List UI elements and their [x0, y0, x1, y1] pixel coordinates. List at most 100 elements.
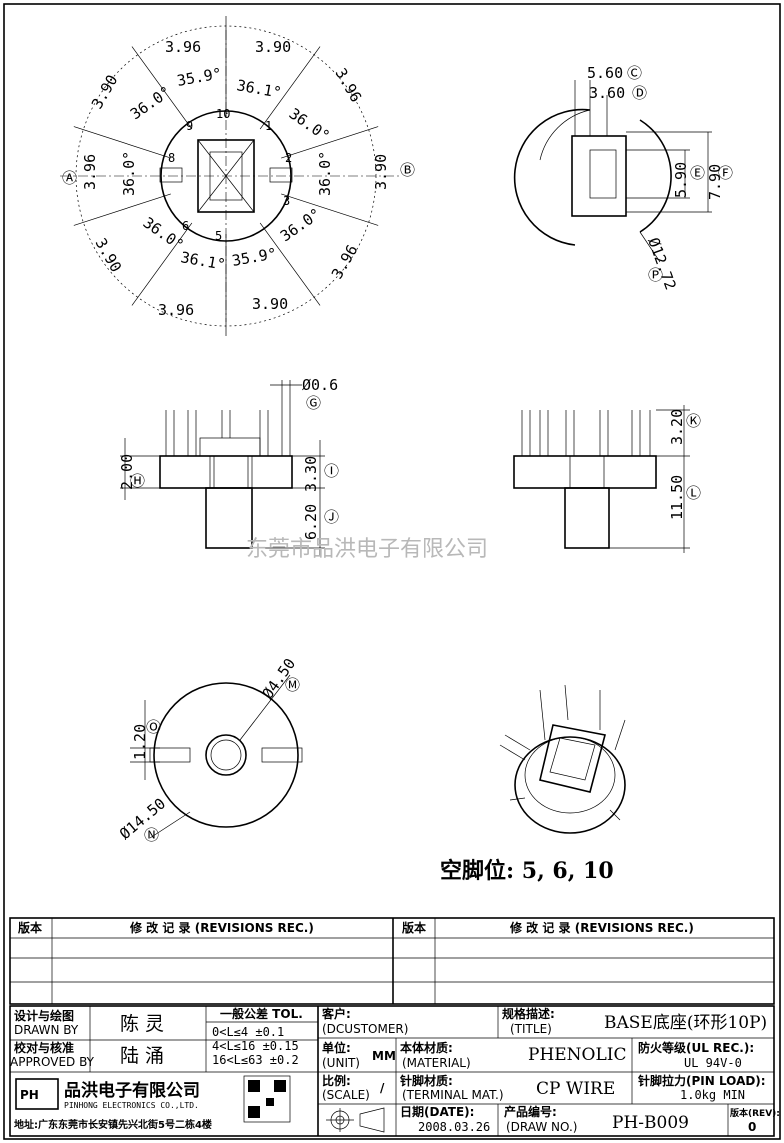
pin-6: 6	[182, 219, 189, 233]
date-value: 2008.03.26	[418, 1120, 490, 1134]
drawn-en: DRAWN BY	[14, 1023, 79, 1037]
angle-7: 36.0°	[140, 214, 187, 255]
load-value: 1.0kg MIN	[680, 1088, 745, 1102]
radial-line	[131, 222, 193, 306]
material-en: (MATERIAL)	[402, 1056, 471, 1070]
angle-9: 36.1°	[179, 248, 227, 274]
label-j: Ⓙ	[324, 508, 339, 526]
dim-k: 3.20	[668, 409, 686, 445]
tol-title: 一般公差 TOL.	[220, 1006, 303, 1021]
pin-3: 3	[283, 194, 290, 208]
address: 地址:广东东莞市长安镇先兴北街5号二栋4楼	[14, 1118, 212, 1131]
label-e: Ⓔ	[690, 164, 705, 182]
top-right-view: 5.60 Ⓒ 3.60 Ⓓ 5.90 Ⓔ 7.90 Ⓕ Ø12.72 Ⓟ	[513, 64, 733, 292]
scale-value: /	[380, 1081, 385, 1095]
ul-value: UL 94V-0	[684, 1056, 742, 1070]
pin-9: 9	[186, 119, 193, 133]
radial-line	[281, 193, 379, 226]
label-d: Ⓓ	[632, 84, 647, 102]
dim-c: 5.60	[587, 64, 623, 82]
front-view: Ø0.6 Ⓖ 2.00 Ⓗ 3.30 Ⓘ 6.20 Ⓙ	[118, 376, 339, 555]
title-block: 设计与绘图 DRAWN BY 陈 灵 校对与核准 APPROVED BY 陆 涌…	[9, 1005, 780, 1137]
radial-line	[259, 222, 321, 306]
rev-ver-right: 版本	[402, 920, 426, 935]
dim-f: 7.90	[706, 164, 724, 200]
scale-cn: 比例:	[322, 1073, 351, 1088]
pin-8: 8	[168, 151, 175, 165]
tol-row-2: 4<L≤16 ±0.15	[212, 1039, 299, 1053]
spare-pins: 空脚位: 5, 6, 10	[440, 858, 614, 884]
rev-cn: 版本(REV):	[729, 1107, 780, 1119]
scale-en: (SCALE)	[322, 1088, 370, 1102]
dim-top-4: 3.96	[332, 65, 366, 105]
tol-row-1: 0<L≤4 ±0.1	[212, 1025, 284, 1039]
angle-10: 35.9°	[231, 244, 279, 270]
sheet-border	[3, 3, 781, 1140]
drawn-name: 陈 灵	[120, 1013, 164, 1035]
pin-10: 10	[216, 107, 230, 121]
title-en: (TITLE)	[510, 1022, 552, 1036]
company-cn: 品洪电子有限公司	[64, 1080, 200, 1101]
dim-right: 3.90	[372, 154, 390, 190]
watermark: 东莞市品洪电子有限公司	[246, 537, 488, 562]
tol-row-3: 16<L≤63 ±0.2	[212, 1053, 299, 1067]
radial-line	[131, 46, 193, 130]
dim-j: 6.20	[302, 504, 320, 540]
angle-8: 36.0°	[277, 205, 324, 246]
angle-1: 35.9°	[176, 64, 224, 90]
label-a: Ⓐ	[62, 169, 77, 187]
radial-line	[73, 126, 171, 159]
terminal-en: (TERMINAL MAT.)	[402, 1088, 504, 1102]
terminal-cn: 针脚材质:	[400, 1073, 453, 1088]
dim-d: 3.60	[589, 84, 625, 102]
load-cn: 针脚拉力(PIN LOAD):	[638, 1073, 766, 1088]
pin-2: 2	[285, 151, 292, 165]
pin-1: 1	[265, 119, 272, 133]
radial-line	[281, 126, 379, 159]
rev-ver-left: 版本	[18, 920, 42, 935]
logo-mark: PH	[20, 1088, 39, 1102]
dim-left: 3.96	[81, 154, 99, 190]
label-o: Ⓞ	[146, 718, 161, 736]
dim-top-3: 3.90	[88, 72, 122, 112]
label-k: Ⓚ	[686, 412, 701, 430]
unit-cn: 单位:	[322, 1040, 351, 1055]
drawno-cn: 产品编号:	[504, 1104, 557, 1119]
company-en: PINHONG ELECTRONICS CO.,LTD.	[64, 1101, 199, 1110]
title-cn: 规格描述:	[502, 1006, 555, 1021]
dim-g: Ø0.6	[302, 376, 338, 394]
top-view: 3.96 3.90 3.90 3.96 3.90 3.96 3.96 3.90 …	[60, 16, 415, 336]
company-logo	[15, 1078, 59, 1110]
ul-cn: 防火等级(UL REC.):	[638, 1040, 754, 1055]
dim-h: 2.00	[118, 454, 136, 490]
unit-value: MM	[372, 1049, 396, 1063]
label-p: Ⓟ	[648, 266, 663, 284]
angle-2: 36.1°	[235, 76, 283, 102]
rev-rec-left: 修 改 记 录 (REVISIONS REC.)	[129, 920, 314, 935]
revisions-table: 版本 修 改 记 录 (REVISIONS REC.) 版本 修 改 记 录 (…	[9, 917, 775, 1005]
dim-l: 11.50	[668, 475, 686, 520]
label-f: Ⓕ	[718, 164, 733, 182]
approved-en: APPROVED BY	[10, 1055, 95, 1069]
date-cn: 日期(DATE):	[400, 1104, 474, 1119]
rev-rec-right: 修 改 记 录 (REVISIONS REC.)	[509, 920, 694, 935]
side-view: 3.20 Ⓚ 11.50 Ⓛ	[513, 405, 701, 553]
approved-name: 陆 涌	[120, 1045, 164, 1067]
isometric-view	[499, 684, 626, 834]
angle-6: 36.0°	[316, 151, 334, 196]
label-g: Ⓖ	[306, 394, 321, 412]
pin-5: 5	[215, 229, 222, 243]
customer-cn: 客户:	[321, 1006, 351, 1021]
terminal-value: CP WIRE	[536, 1079, 615, 1099]
angle-5: 36.0°	[120, 151, 138, 196]
bottom-view: 1.20 Ⓞ Ø4.50 Ⓜ Ø14.50 Ⓝ	[116, 655, 303, 844]
dim-bot-1: 3.90	[92, 235, 126, 275]
rev-value: 0	[748, 1120, 756, 1134]
radial-line	[259, 46, 321, 130]
dim-e: 5.90	[672, 162, 690, 198]
drawn-cn: 设计与绘图	[14, 1008, 74, 1023]
material-value: PHENOLIC	[528, 1045, 627, 1065]
label-i: Ⓘ	[324, 462, 339, 480]
dim-n: Ø14.50	[116, 794, 169, 843]
